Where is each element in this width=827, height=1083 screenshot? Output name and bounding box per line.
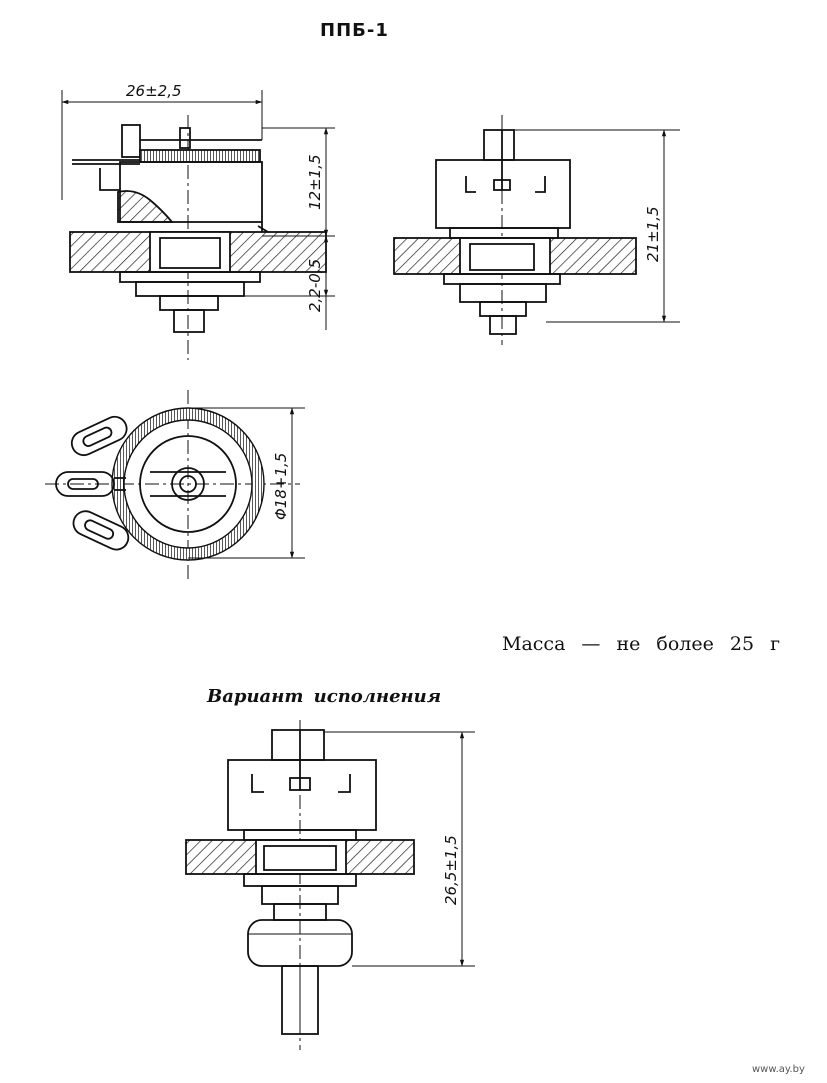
- variant-heading: Вариант исполнения: [207, 686, 442, 707]
- mass-text: Масса — не более 25 г: [502, 633, 781, 655]
- mount-offset-dimension: 2,2-0,5: [306, 259, 324, 312]
- plan-view: [45, 390, 305, 580]
- front-view: [61, 90, 335, 360]
- variant-view: [185, 720, 475, 1050]
- page-title: ППБ-1: [320, 20, 389, 41]
- width-dimension: 26±2,5: [126, 82, 182, 100]
- side-view: [393, 115, 680, 345]
- body-height-dimension: 12±1,5: [306, 154, 324, 210]
- side-height-dimension: 21±1,5: [644, 206, 662, 262]
- diameter-dimension: Φ18+1,5: [272, 453, 290, 520]
- lug-bottom: [72, 510, 130, 551]
- watermark: www.ay.by: [752, 1064, 805, 1075]
- lug-top: [70, 415, 128, 457]
- variant-height-dimension: 26,5±1,5: [442, 835, 460, 905]
- lug-middle: [55, 471, 115, 497]
